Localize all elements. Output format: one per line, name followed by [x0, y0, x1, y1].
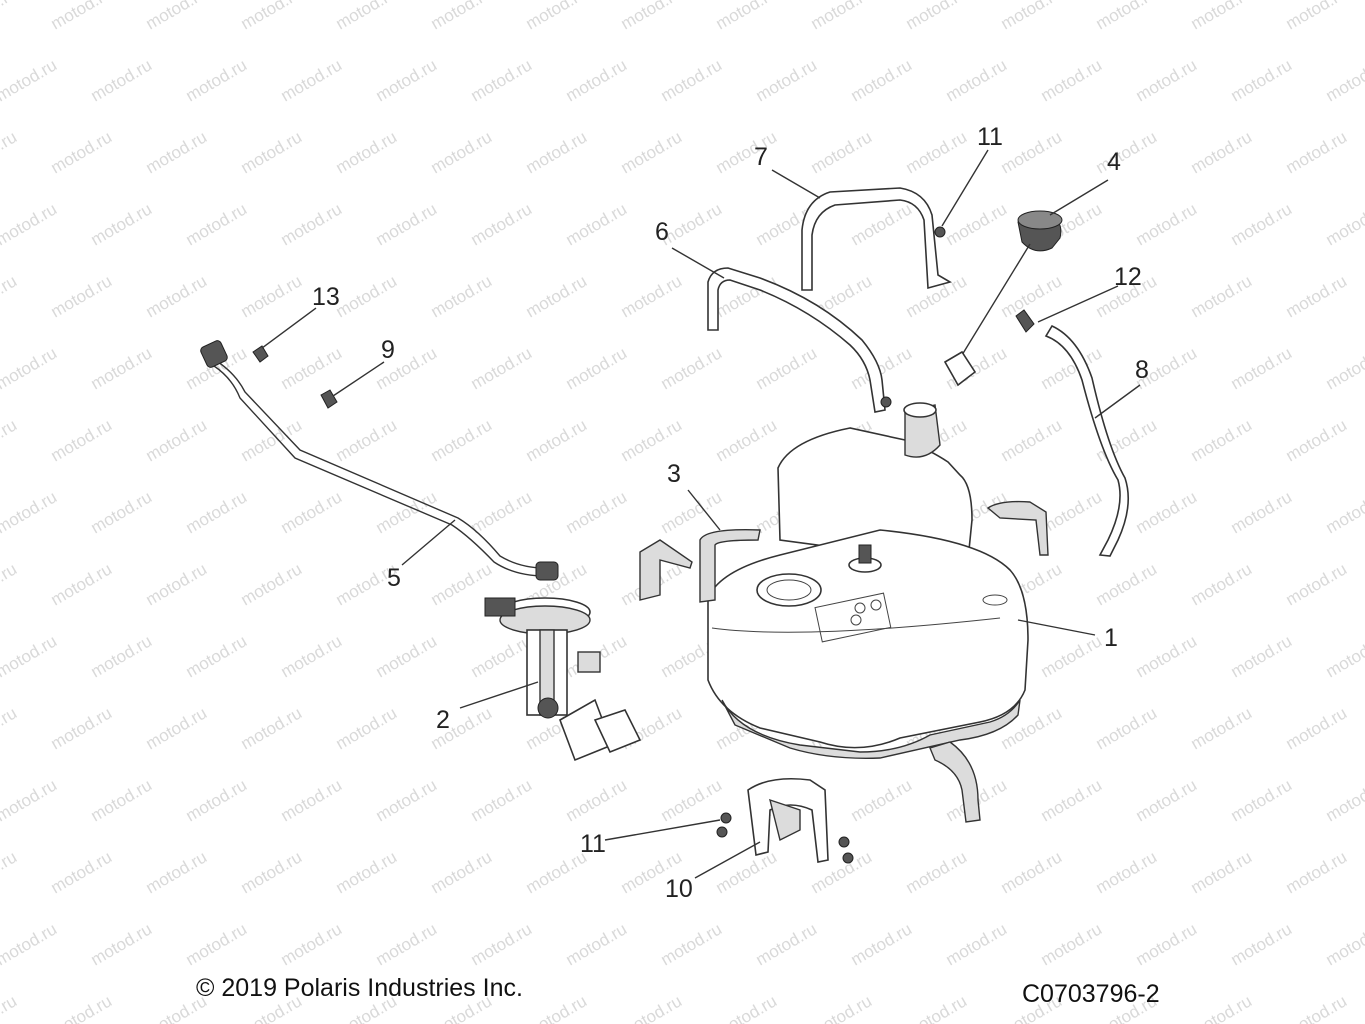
- leader-lines: [261, 149, 1141, 879]
- screws: [716, 812, 854, 864]
- callout-8: 8: [1135, 356, 1149, 384]
- callout-1: 1: [1104, 624, 1118, 652]
- drawing-number: C0703796-2: [1022, 980, 1160, 1008]
- callout-4: 4: [1107, 148, 1121, 176]
- callout-3: 3: [667, 460, 681, 488]
- tank-strap-pads: [639, 500, 1049, 823]
- callout-6: 6: [655, 218, 669, 246]
- strap-7: [801, 187, 953, 291]
- callout-7: 7: [754, 143, 768, 171]
- callout-5: 5: [387, 564, 401, 592]
- callout-10: 10: [665, 875, 693, 903]
- bracket: [747, 777, 829, 863]
- fuel-line: [200, 340, 559, 581]
- callout-13: 13: [312, 283, 340, 311]
- callout-12: 12: [1114, 263, 1142, 291]
- copyright-text: © 2019 Polaris Industries Inc.: [196, 974, 523, 1002]
- strap-6: [707, 267, 892, 413]
- fuel-tank: [707, 402, 1029, 759]
- callout-11-bottom: 11: [580, 830, 606, 858]
- fuel-pump: [484, 597, 642, 762]
- callout-2: 2: [436, 706, 450, 734]
- fittings-9-13: [252, 345, 338, 409]
- vent-hose: [1015, 309, 1130, 557]
- callout-9: 9: [381, 336, 395, 364]
- callout-11-top: 11: [977, 123, 1003, 151]
- callout-labels: 1 2 3 4 5 6 7 8 9 10 11 11 12 13: [312, 123, 1149, 903]
- fuel-cap: [943, 210, 1063, 387]
